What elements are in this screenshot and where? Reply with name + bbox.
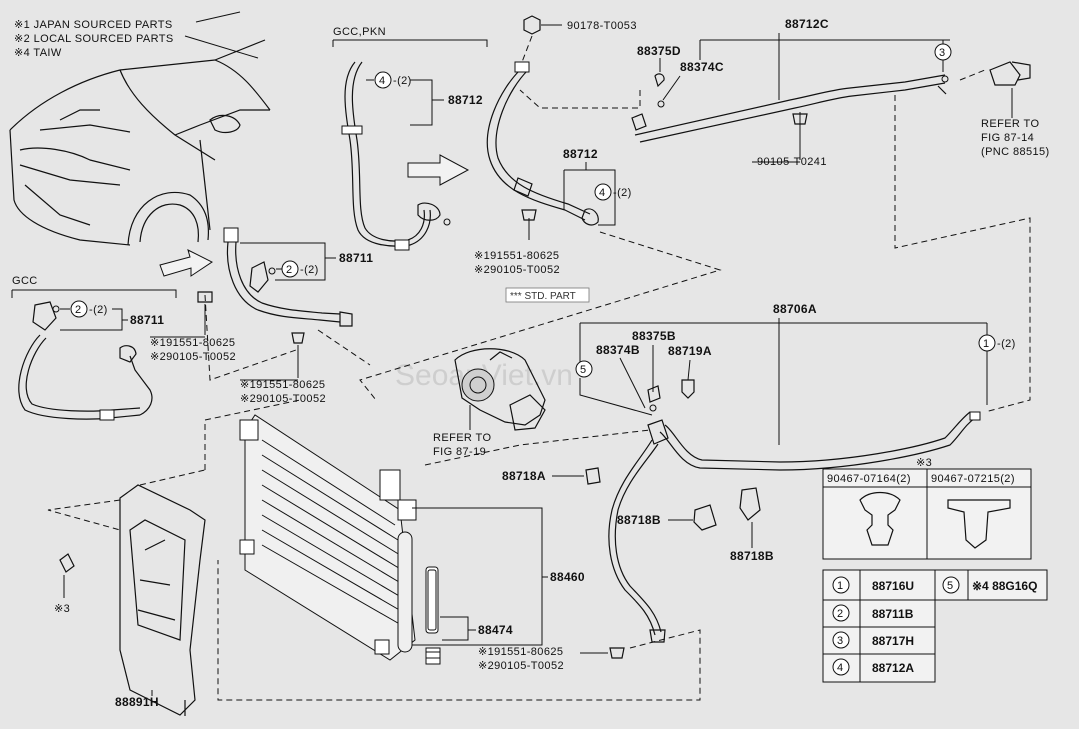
callout-2-gcc-num: 2 bbox=[75, 304, 82, 316]
legend-part-5: ※4 88G16Q bbox=[972, 579, 1037, 593]
callout-3-num: 3 bbox=[939, 47, 946, 59]
note-japan-sourced: ※1 JAPAN SOURCED PARTS bbox=[14, 19, 173, 31]
label-bolt3-b: ※290105-T0052 bbox=[240, 393, 326, 405]
label-90178: 90178-T0053 bbox=[567, 20, 637, 32]
label-88374B: 88374B bbox=[596, 343, 640, 357]
refer-87-19-line2: FIG 87-19 bbox=[433, 446, 486, 458]
label-88712-gcc: 88712 bbox=[448, 93, 483, 107]
callout-4-gcc-num: 4 bbox=[379, 75, 386, 87]
condenser-88460 bbox=[239, 414, 417, 661]
refer-87-19-line1: REFER TO bbox=[433, 432, 491, 444]
label-88375D: 88375D bbox=[637, 44, 681, 58]
label-88711-gcc: 88711 bbox=[130, 313, 164, 327]
filter-88474 bbox=[425, 566, 441, 665]
label-bolt1-b: ※290105-T0052 bbox=[474, 264, 560, 276]
callout-5-num: 5 bbox=[580, 364, 587, 376]
label-88718A: 88718A bbox=[502, 469, 546, 483]
legend-part-3: 88717H bbox=[872, 634, 914, 648]
clip-table: 90467-07164(2) 90467-07215(2) bbox=[822, 468, 1032, 560]
mark3-88706A: ※3 bbox=[916, 457, 932, 469]
direction-arrow-center bbox=[407, 154, 470, 186]
panel-88891H bbox=[119, 484, 206, 716]
callout-1-qty: -(2) bbox=[997, 338, 1016, 350]
clip-table-col1: 90467-07164(2) bbox=[827, 473, 911, 485]
legend-num-2: 2 bbox=[837, 608, 844, 620]
label-gcc: GCC bbox=[12, 275, 38, 287]
callout-2-gcc-qty: -(2) bbox=[89, 304, 108, 316]
car-front-illustration bbox=[9, 39, 271, 246]
legend-num-1: 1 bbox=[837, 580, 844, 592]
callout-4-center-num: 4 bbox=[599, 187, 606, 199]
label-88706A: 88706A bbox=[773, 302, 817, 316]
label-bolt2-b: ※290105-T0052 bbox=[150, 351, 236, 363]
refer-87-14-line1: REFER TO bbox=[981, 118, 1039, 130]
label-88712-center: 88712 bbox=[563, 147, 598, 161]
pipe-88712C bbox=[631, 73, 949, 143]
nut-90178 bbox=[523, 15, 541, 35]
label-88891H: 88891H bbox=[115, 695, 159, 709]
label-bolt2-a: ※191551-80625 bbox=[150, 337, 235, 349]
label-bolt1-a: ※191551-80625 bbox=[474, 250, 559, 262]
label-88375B: 88375B bbox=[632, 329, 676, 343]
clamp-88718A bbox=[585, 467, 601, 485]
label-88712C: 88712C bbox=[785, 17, 829, 31]
legend-num-4: 4 bbox=[837, 662, 844, 674]
clip-90467-07215-icon bbox=[947, 499, 1011, 549]
legend-table: 1 88716U 5 ※4 88G16Q 2 88711B 3 88717H 4… bbox=[822, 569, 1048, 683]
label-88374C: 88374C bbox=[680, 60, 724, 74]
clamp-88718B-left bbox=[693, 504, 717, 531]
label-88718B-right: 88718B bbox=[730, 549, 774, 563]
std-part-box bbox=[505, 287, 590, 303]
clip-table-col2: 90467-07215(2) bbox=[931, 473, 1015, 485]
hose-88712-gcc bbox=[341, 61, 451, 251]
note-local-sourced: ※2 LOCAL SOURCED PARTS bbox=[14, 33, 174, 45]
legend-part-2: 88711B bbox=[872, 607, 914, 621]
legend-part-1: 88716U bbox=[872, 579, 914, 593]
callout-4-center-qty: -(2) bbox=[613, 187, 632, 199]
mark3-clip: ※3 bbox=[54, 603, 70, 615]
refer-87-14-line2: FIG 87-14 bbox=[981, 132, 1034, 144]
label-88711-main: 88711 bbox=[339, 251, 373, 265]
std-part-label: *** STD. PART bbox=[510, 291, 576, 302]
label-bolt4-b: ※290105-T0052 bbox=[478, 660, 564, 672]
label-90105-T0241: 90105-T0241 bbox=[757, 156, 827, 168]
callout-2-gcc bbox=[70, 300, 88, 318]
label-bolt4-a: ※191551-80625 bbox=[478, 646, 563, 658]
connector-refer-87-14 bbox=[989, 61, 1031, 86]
callout-2-main-qty: -(2) bbox=[300, 264, 319, 276]
label-88474: 88474 bbox=[478, 623, 513, 637]
legend-num-5: 5 bbox=[947, 580, 954, 592]
callout-2-main-num: 2 bbox=[286, 264, 293, 276]
callout-4-center bbox=[594, 183, 612, 201]
legend-part-4: 88712A bbox=[872, 661, 914, 675]
callout-5 bbox=[575, 360, 593, 378]
clamp-88718B-right bbox=[739, 487, 761, 521]
refer-87-14-line3: (PNC 88515) bbox=[981, 146, 1050, 158]
clip-90467-07164-icon bbox=[859, 491, 901, 546]
clip-mark3 bbox=[59, 553, 75, 573]
label-gcc-pkn: GCC,PKN bbox=[333, 26, 386, 38]
compressor bbox=[454, 348, 546, 431]
hose-88711-main bbox=[223, 227, 353, 327]
callout-4-gcc-qty: -(2) bbox=[393, 75, 412, 87]
direction-arrow-left bbox=[159, 249, 213, 277]
label-88718B-left: 88718B bbox=[617, 513, 661, 527]
callout-4-gcc bbox=[374, 71, 392, 89]
label-88460: 88460 bbox=[550, 570, 585, 584]
hose-88711-gcc bbox=[18, 301, 153, 421]
pipe-88706A bbox=[608, 379, 981, 643]
legend-num-3: 3 bbox=[837, 635, 844, 647]
hose-88712-center bbox=[486, 61, 599, 226]
label-88719A: 88719A bbox=[668, 344, 712, 358]
label-bolt3-a: ※191551-80625 bbox=[240, 379, 325, 391]
note-taiw: ※4 TAIW bbox=[14, 47, 62, 59]
callout-1-num: 1 bbox=[983, 338, 990, 350]
